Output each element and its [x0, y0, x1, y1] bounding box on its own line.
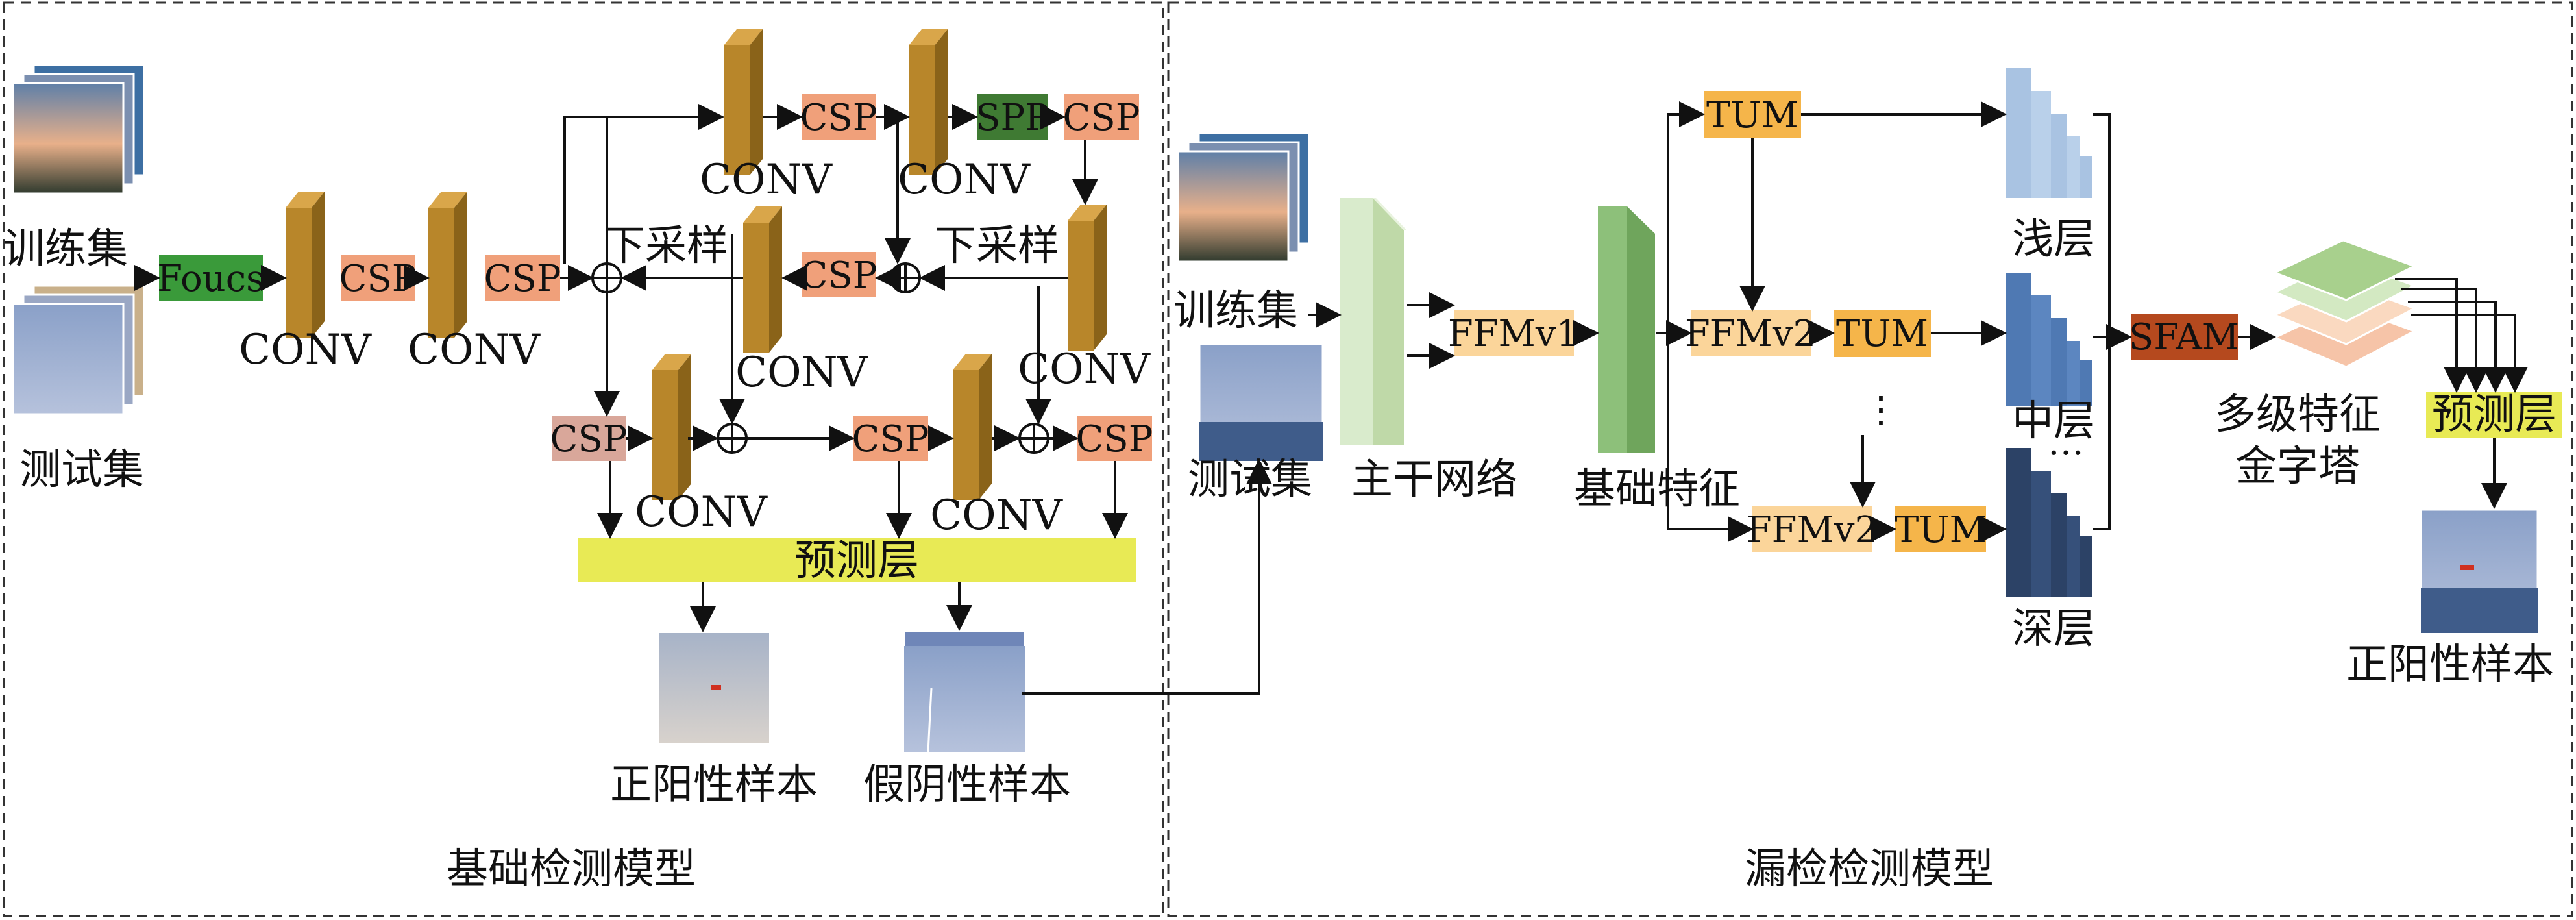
ellipsis-horizontal: … — [2048, 421, 2084, 464]
left-true-positive-label: 正阳性样本 — [610, 761, 818, 809]
csp-label-8: CSP — [1076, 418, 1153, 460]
missed-detection-title: 漏检检测模型 — [1745, 845, 1994, 893]
csp-label-4: CSP — [1063, 97, 1140, 139]
conv-block-3 — [724, 29, 763, 175]
tum-block-3 — [1895, 506, 1986, 552]
ffmv1-label: FFMv1 — [1448, 313, 1579, 355]
left-test-label: 测试集 — [19, 446, 144, 494]
csp-label-2: CSP — [484, 258, 561, 300]
right-train-images — [1177, 132, 1310, 263]
conv-label-5: CONV — [735, 349, 868, 397]
right-connectors — [1308, 101, 2528, 542]
csp-block-4 — [1064, 94, 1139, 140]
conv-block-6 — [1068, 205, 1107, 351]
csp-block-3 — [802, 94, 876, 140]
ffmv2-block-2 — [1752, 506, 1872, 552]
deep-feature-stack — [2006, 448, 2092, 597]
missed-detection-panel — [1167, 1, 2573, 917]
conv-block-1 — [286, 192, 325, 338]
conv-block-5 — [743, 206, 782, 353]
csp-block-8 — [1077, 416, 1152, 461]
ffmv1-block — [1454, 310, 1574, 356]
csp-block-1 — [341, 255, 415, 301]
train-set-images — [12, 64, 145, 195]
conv-block-7 — [652, 354, 691, 500]
focus-block — [159, 255, 263, 301]
left-train-label: 训练集 — [3, 225, 128, 273]
conv-label-7: CONV — [635, 488, 768, 536]
spp-block — [977, 94, 1048, 140]
base-feature-label: 基础特征 — [1574, 466, 1740, 514]
ellipsis-vertical: ⋮ — [1863, 389, 1899, 431]
tum-block-2 — [1834, 310, 1931, 357]
deep-label: 深层 — [2012, 605, 2095, 653]
right-true-positive-label: 正阳性样本 — [2346, 641, 2554, 689]
csp-block-5 — [802, 252, 876, 297]
conv-block-8 — [953, 354, 992, 500]
ffmv2-label-1: FFMv2 — [1685, 313, 1816, 355]
base-model-title: 基础检测模型 — [447, 845, 696, 893]
backbone-block — [1340, 198, 1407, 445]
conv-label-8: CONV — [930, 491, 1063, 540]
left-prediction-layer — [578, 538, 1136, 582]
csp-block-6 — [552, 416, 626, 461]
shallow-feature-stack — [2006, 68, 2092, 198]
csp-block-7 — [853, 416, 928, 461]
right-test-image — [1198, 343, 1324, 462]
tum-label-2: TUM — [1836, 313, 1928, 355]
middle-feature-stack — [2006, 273, 2092, 406]
shallow-label: 浅层 — [2012, 216, 2095, 264]
right-true-positive-image — [2420, 508, 2539, 634]
tum-label-3: TUM — [1895, 509, 1987, 551]
csp-label-7: CSP — [852, 418, 929, 460]
pyramid-label-line2: 金字塔 — [2235, 443, 2360, 491]
ffmv2-label-2: FFMv2 — [1747, 509, 1878, 551]
conv-label-2: CONV — [408, 326, 541, 374]
conv-label-4: CONV — [898, 156, 1031, 204]
conv-block-2 — [428, 192, 467, 338]
true-positive-image — [659, 633, 769, 743]
csp-block-2 — [485, 255, 560, 301]
csp-label-1: CSP — [339, 258, 417, 300]
conv-label-1: CONV — [239, 326, 372, 374]
csp-label-5: CSP — [800, 255, 877, 297]
tum-block-1 — [1704, 91, 1801, 138]
conv-label-6: CONV — [1018, 345, 1151, 393]
add-node-1 — [591, 262, 622, 293]
left-connectors — [134, 104, 1272, 695]
downsample-label-1: 下采样 — [604, 222, 728, 270]
false-negative-image — [903, 630, 1026, 753]
conv-label-3: CONV — [700, 156, 833, 204]
add-node-4 — [1018, 423, 1049, 454]
csp-label-6: CSP — [550, 418, 628, 460]
add-node-2 — [890, 262, 921, 293]
base-feature-block — [1598, 206, 1655, 453]
false-negative-label: 假阴性样本 — [863, 761, 1071, 809]
add-node-3 — [717, 423, 748, 454]
sfam-block — [2131, 314, 2238, 360]
sfam-label: SFAM — [2129, 316, 2239, 358]
tum-label-1: TUM — [1706, 94, 1798, 136]
backbone-label: 主干网络 — [1351, 456, 1517, 504]
csp-label-3: CSP — [800, 97, 877, 139]
focus-label: Foucs — [157, 258, 265, 300]
multi-level-pyramid — [2272, 239, 2417, 368]
pyramid-label-line1: 多级特征 — [2214, 391, 2381, 439]
right-prediction-label: 预测层 — [2432, 391, 2557, 439]
conv-block-4 — [909, 29, 948, 175]
downsample-label-2: 下采样 — [935, 222, 1059, 270]
base-model-panel — [3, 1, 1164, 917]
test-set-images — [12, 284, 145, 416]
right-test-label: 测试集 — [1188, 456, 1312, 504]
left-prediction-label: 预测层 — [794, 537, 919, 585]
ffmv2-block-1 — [1691, 310, 1811, 356]
right-prediction-layer — [2426, 392, 2562, 438]
spp-label: SPP — [975, 97, 1049, 139]
right-train-label: 训练集 — [1173, 287, 1298, 335]
middle-label: 中层 — [2012, 397, 2095, 445]
